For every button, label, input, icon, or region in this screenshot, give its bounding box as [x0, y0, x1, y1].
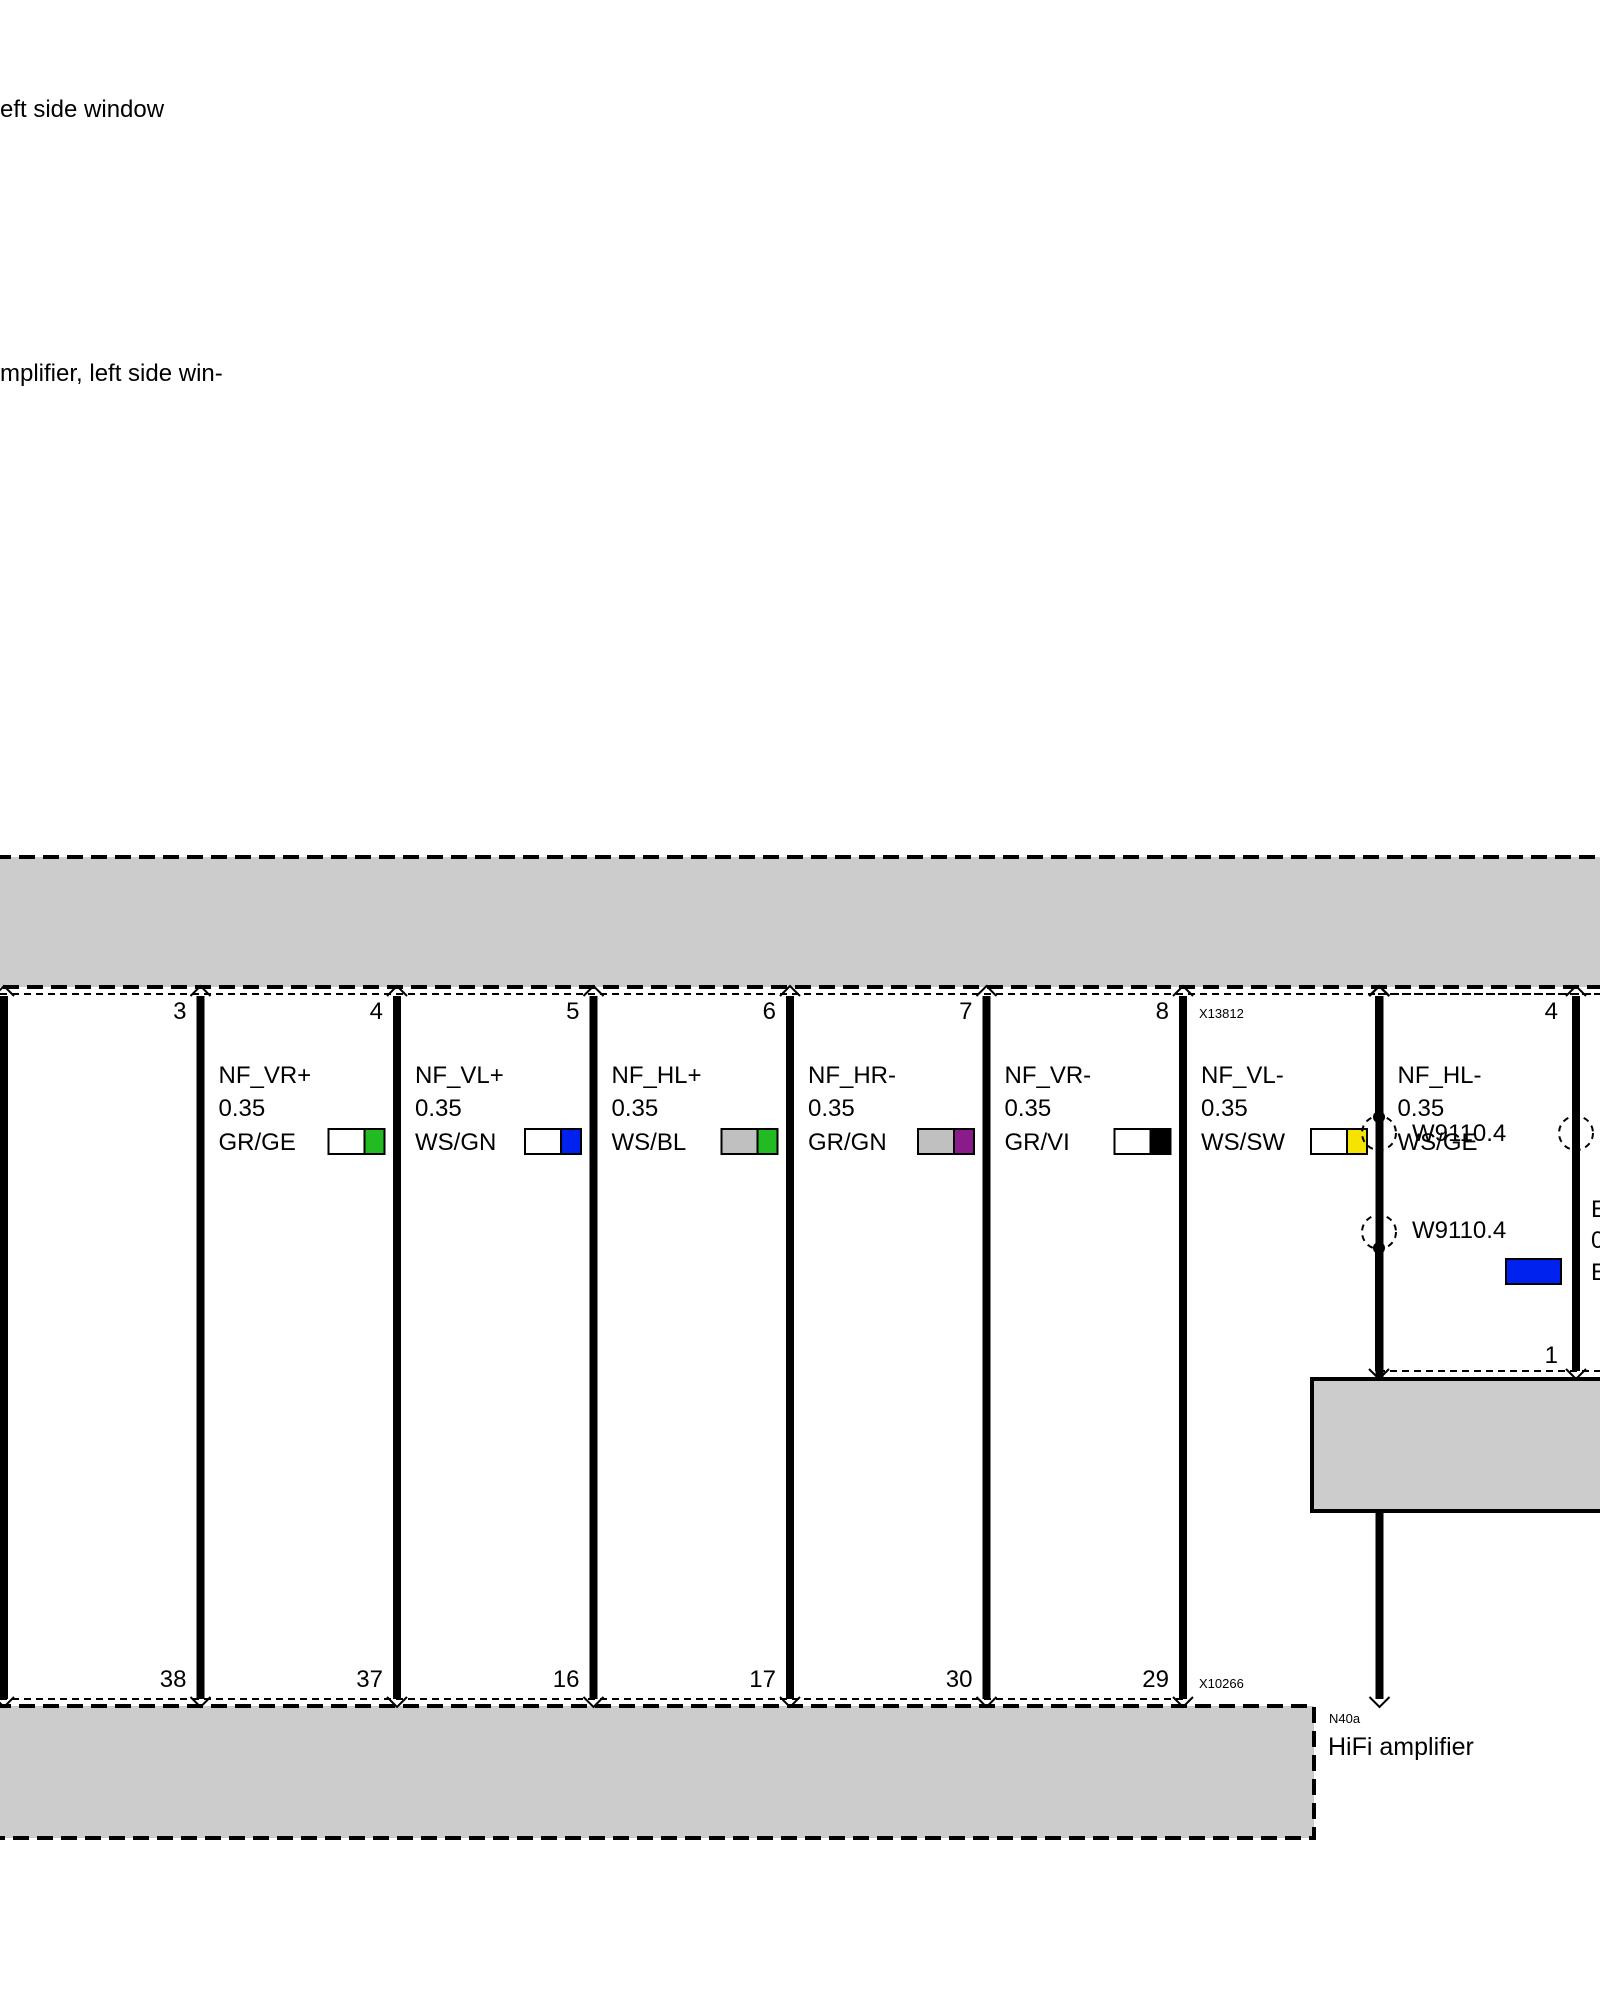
wire-gauge-label: 0.35	[612, 1095, 659, 1122]
wire-notch-bottom	[779, 1696, 801, 1709]
note-text-1: eft side window	[0, 96, 165, 123]
wire-signal-label: NF_VL-	[1201, 1062, 1284, 1089]
wire-color-swatch-secondary	[953, 1128, 975, 1155]
wire-notch-bottom	[1368, 1696, 1391, 1709]
wire-notch-top	[0, 984, 15, 997]
wire-color-swatch-secondary	[363, 1128, 386, 1155]
wire-bottom-pin: 37	[356, 1666, 383, 1693]
wire-color-code-label: WS/SW	[1201, 1129, 1285, 1156]
wire-color-swatch-primary	[524, 1128, 562, 1155]
wire-gauge-label: 0.35	[1201, 1095, 1248, 1122]
right-wire-top-pin: 4	[1545, 998, 1558, 1025]
shield-section: W9110.4 W9110.4 4 1 E 0 E	[1310, 984, 1600, 1513]
shield-symbol-upper	[1361, 1115, 1397, 1151]
wire-notch-top	[779, 984, 801, 997]
bottom-connector-id: X10266	[1199, 1676, 1244, 1691]
wire-color-swatch-primary	[1310, 1128, 1348, 1155]
wire-signal-label: NF_HL-	[1398, 1062, 1482, 1089]
wire-color-swatch-secondary	[560, 1128, 582, 1155]
right-wire-partial-text-2: 0	[1591, 1227, 1600, 1254]
wire-bottom-pin: 16	[553, 1666, 580, 1693]
wire-notch-top	[386, 984, 408, 997]
wire-color-code-label: GR/VI	[1005, 1129, 1070, 1156]
wire-signal-label: NF_VL+	[415, 1062, 504, 1089]
wire-color-swatch-primary	[720, 1128, 759, 1155]
wire-gauge-label: 0.35	[415, 1095, 462, 1122]
component-name: HiFi amplifier	[1328, 1733, 1474, 1761]
shield-connector-notch-top	[1368, 984, 1390, 997]
shield-label-upper: W9110.4	[1412, 1120, 1506, 1147]
wire-top-pin: 5	[566, 998, 579, 1025]
right-shield-symbol	[1558, 1115, 1594, 1151]
wire-gauge-label: 0.35	[219, 1095, 266, 1122]
wire-top-pin: 4	[370, 998, 383, 1025]
wire-color-code-label: WS/GE	[1398, 1129, 1478, 1156]
wire-notch-bottom	[975, 1696, 998, 1709]
right-module	[1310, 1377, 1600, 1513]
wire-notch-top	[1172, 984, 1194, 997]
wire-gauge-label: 0.35	[1005, 1095, 1052, 1122]
wire-gauge-label: 0.35	[1398, 1095, 1445, 1122]
wire-bottom-pin: 17	[749, 1666, 776, 1693]
wire-color-code-label: WS/GN	[415, 1129, 496, 1156]
wire-notch-bottom	[189, 1696, 212, 1709]
wire-bottom-pin: 30	[946, 1666, 973, 1693]
wire-signal-label: NF_HR-	[808, 1062, 896, 1089]
wire-top-pin: 3	[173, 998, 186, 1025]
wire-notch-bottom	[386, 1696, 408, 1709]
top-module	[0, 855, 1600, 989]
component-code: N40a	[1329, 1711, 1361, 1726]
wire-top-pin: 7	[959, 998, 972, 1025]
wire-bottom-pin: 29	[1142, 1666, 1169, 1693]
right-wire-partial-text-1: E	[1591, 1196, 1600, 1223]
right-wire-notch-top	[1565, 984, 1587, 997]
wire-bottom-pin: 38	[160, 1666, 187, 1693]
wire-gauge-label: 0.35	[808, 1095, 855, 1122]
right-wire-partial-text-3: E	[1591, 1259, 1600, 1286]
wire-color-swatch-secondary	[756, 1128, 779, 1155]
right-wire-bottom-pin: 1	[1545, 1342, 1558, 1369]
wire-notch-bottom	[0, 1696, 15, 1709]
wire-top-pin: 6	[763, 998, 776, 1025]
wire-notch-top	[975, 984, 998, 997]
wire-signal-label: NF_VR-	[1005, 1062, 1092, 1089]
right-wire-color-box	[1505, 1258, 1562, 1285]
wire-color-code-label: WS/BL	[612, 1129, 687, 1156]
note-text-2: mplifier, left side win-	[0, 360, 223, 387]
wire-signal-label: NF_VR+	[219, 1062, 312, 1089]
wire-top-pin: 8	[1156, 998, 1169, 1025]
right-wire-notch-bottom	[1565, 1368, 1587, 1381]
wire-color-swatch-primary	[1113, 1128, 1152, 1155]
shield-connector-notch-bottom	[1368, 1368, 1390, 1381]
shield-label-lower: W9110.4	[1412, 1217, 1506, 1244]
wire-color-swatch-secondary	[1149, 1128, 1172, 1155]
wire-notch-top	[189, 984, 212, 997]
top-connector-id: X13812	[1199, 1006, 1244, 1021]
wire-color-code-label: GR/GN	[808, 1129, 887, 1156]
wire-notch-top	[582, 984, 605, 997]
wire-color-code-label: GR/GE	[219, 1129, 296, 1156]
wire-color-swatch-primary	[917, 1128, 955, 1155]
wire-signal-label: NF_HL+	[612, 1062, 702, 1089]
wire-color-swatch-primary	[327, 1128, 366, 1155]
wire-notch-bottom	[582, 1696, 605, 1709]
wire-notch-bottom	[1172, 1696, 1194, 1709]
hifi-amplifier-module	[0, 1704, 1316, 1840]
wire-color-swatch-secondary	[1346, 1128, 1368, 1155]
